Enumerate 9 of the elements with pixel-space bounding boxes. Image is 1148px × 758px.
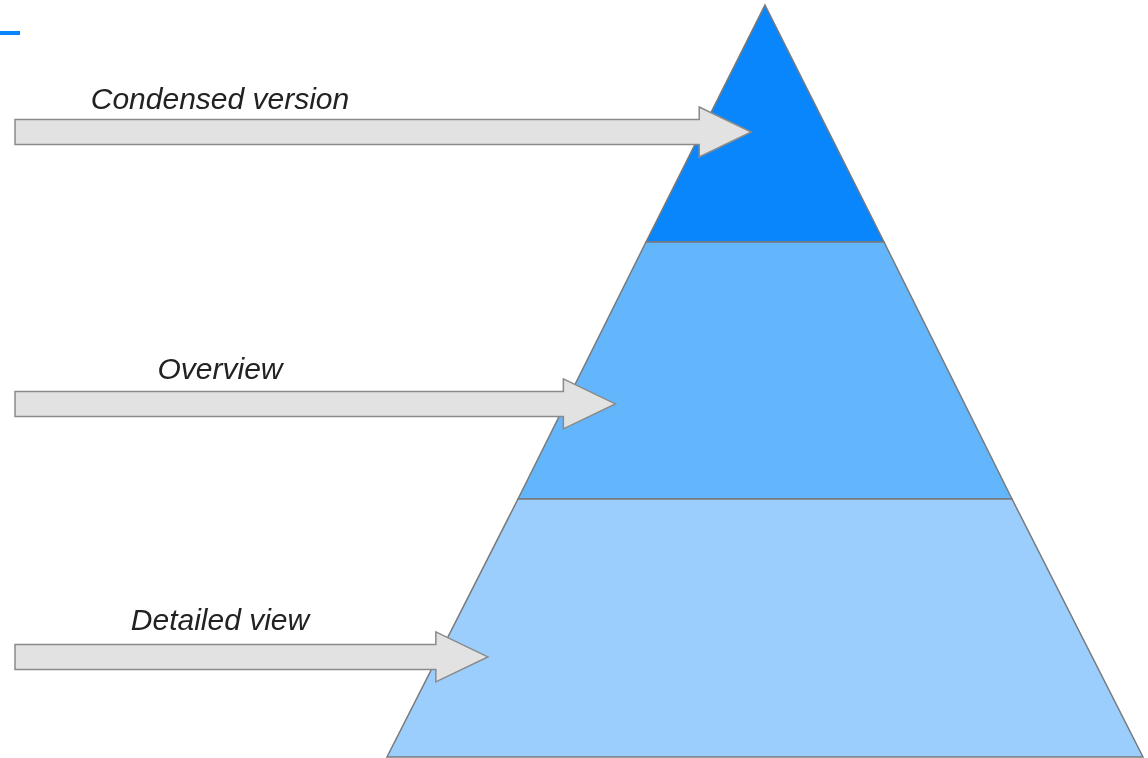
pyramid-middle-layer [516,241,1014,500]
edge-label: Overview [157,351,283,386]
pyramid-base-layer [385,498,1145,758]
block-arrow [14,630,490,684]
block-arrow [14,105,753,159]
edge-label: Condensed version [90,82,350,117]
pyramid-top-layer [644,3,886,243]
edge-label: Detailed view [130,602,310,637]
block-arrow [14,377,618,431]
